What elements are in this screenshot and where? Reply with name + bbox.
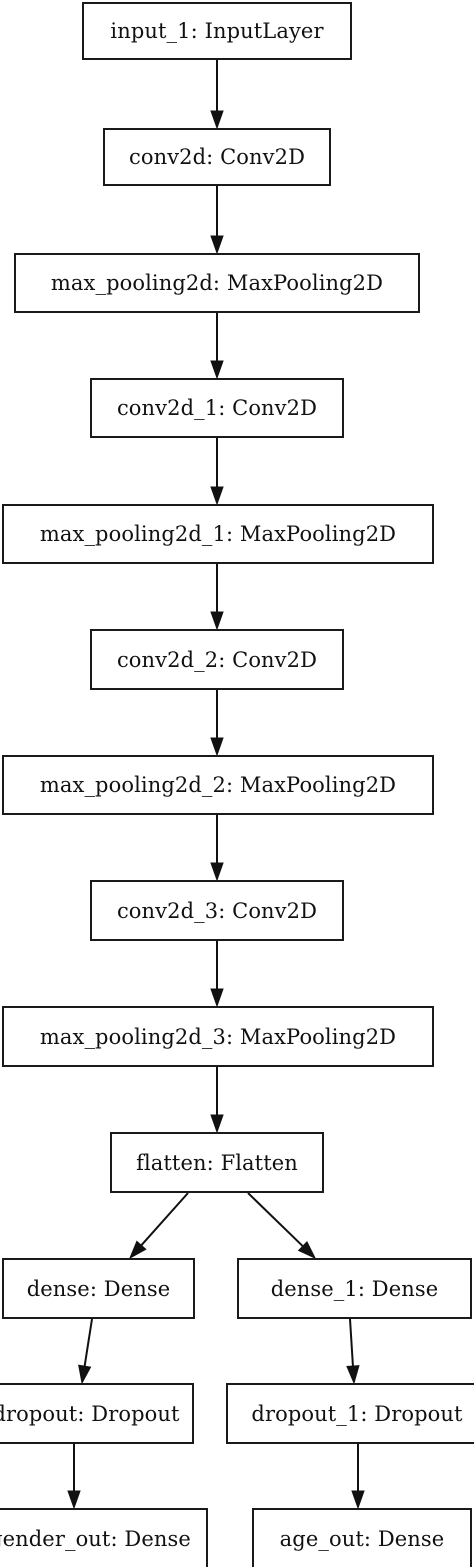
arrowhead-icon: [210, 737, 224, 757]
arrowhead-icon: [346, 1365, 360, 1385]
edge-n5-to-n6: [210, 690, 224, 757]
arrowhead-icon: [128, 1240, 147, 1260]
node-flatten: flatten: Flatten: [110, 1132, 324, 1193]
edge-n3-to-n4: [210, 438, 224, 506]
edge-line: [83, 1318, 93, 1367]
node-conv2d-1: conv2d_1: Conv2D: [90, 378, 344, 438]
edge-line: [247, 1192, 304, 1247]
arrowhead-icon: [210, 110, 224, 130]
edge-n9-to-n10: [128, 1192, 189, 1260]
edge-line: [349, 1318, 354, 1367]
arrowhead-icon: [210, 360, 224, 380]
edge-n13-to-n15: [351, 1444, 365, 1510]
edge-n9-to-n11: [247, 1192, 317, 1260]
edge-n6-to-n7: [210, 815, 224, 882]
arrowhead-icon: [67, 1490, 81, 1510]
arrowhead-icon: [351, 1490, 365, 1510]
arrowhead-icon: [210, 1114, 224, 1134]
arrowhead-icon: [210, 235, 224, 255]
arrowhead-icon: [210, 486, 224, 506]
arrowhead-icon: [210, 988, 224, 1008]
edge-n11-to-n13: [346, 1318, 360, 1385]
arrowhead-icon: [210, 611, 224, 631]
node-conv2d-2: conv2d_2: Conv2D: [90, 629, 344, 690]
edge-n4-to-n5: [210, 564, 224, 631]
node-input-1: input_1: InputLayer: [82, 2, 352, 60]
node-max-pooling2d-2: max_pooling2d_2: MaxPooling2D: [2, 755, 434, 815]
node-age-out: age_out: Dense: [252, 1508, 472, 1567]
node-gender-out: gender_out: Dense: [0, 1508, 208, 1567]
edge-n7-to-n8: [210, 941, 224, 1008]
node-dropout: dropout: Dropout: [0, 1383, 194, 1444]
node-max-pooling2d: max_pooling2d: MaxPooling2D: [14, 253, 420, 313]
edge-n0-to-n1: [210, 60, 224, 130]
edge-n2-to-n3: [210, 313, 224, 380]
edge-n12-to-n14: [67, 1444, 81, 1510]
node-dense-1: dense_1: Dense: [237, 1258, 472, 1319]
edge-n10-to-n12: [78, 1318, 93, 1385]
node-dropout-1: dropout_1: Dropout: [226, 1383, 474, 1444]
arrowhead-icon: [78, 1364, 92, 1385]
node-conv2d-3: conv2d_3: Conv2D: [90, 880, 344, 941]
arrowhead-icon: [210, 862, 224, 882]
node-dense: dense: Dense: [2, 1258, 195, 1319]
edge-n8-to-n9: [210, 1067, 224, 1134]
node-max-pooling2d-3: max_pooling2d_3: MaxPooling2D: [2, 1006, 434, 1067]
arrowhead-icon: [297, 1241, 317, 1260]
node-max-pooling2d-1: max_pooling2d_1: MaxPooling2D: [2, 504, 434, 564]
node-conv2d: conv2d: Conv2D: [103, 128, 331, 186]
edge-n1-to-n2: [210, 186, 224, 255]
edge-line: [140, 1192, 189, 1246]
